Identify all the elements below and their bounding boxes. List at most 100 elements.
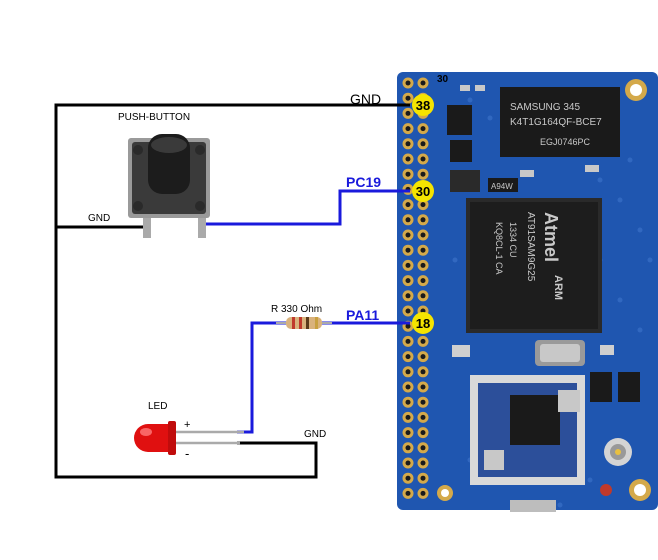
header-pad-hole [420, 278, 426, 284]
header-pad-hole [420, 399, 426, 405]
led [134, 421, 244, 455]
header-pad-hole [420, 354, 426, 360]
cpu-text-1: AT91SAM9G25 [525, 212, 536, 282]
header-pad-hole [405, 338, 411, 344]
header-pad-hole [405, 110, 411, 116]
header-pad-hole [420, 171, 426, 177]
header-pad-hole [405, 399, 411, 405]
label-push-button: PUSH-BUTTON [118, 112, 190, 123]
led-body [134, 424, 170, 452]
cpu-arm-logo: ARM [552, 275, 564, 300]
pin-top-number: 30 [437, 74, 449, 85]
header-pad-hole [420, 384, 426, 390]
header-pad-hole [405, 95, 411, 101]
pin-marker-18 [412, 312, 434, 334]
component-u1 [447, 105, 472, 135]
ram-text-1: SAMSUNG 345 [510, 102, 580, 113]
header-pad-hole [405, 232, 411, 238]
header-pad-hole [405, 141, 411, 147]
wires [54, 103, 410, 479]
header-pad-hole [420, 232, 426, 238]
component-u3 [450, 170, 480, 192]
pc19-wire [205, 189, 410, 226]
header-pad-hole [420, 293, 426, 299]
small-chip [488, 178, 518, 192]
header-pad-hole [405, 430, 411, 436]
header-pad-hole [420, 156, 426, 162]
header-pad-hole [405, 460, 411, 466]
label-gnd-top: GND [350, 91, 381, 107]
usb-connector [510, 500, 556, 512]
resistor [276, 317, 332, 329]
header-pad-hole [405, 293, 411, 299]
header-pad-hole [405, 308, 411, 314]
header-pad-hole [420, 141, 426, 147]
label-resistor: R 330 Ohm [271, 304, 322, 315]
smd-4 [520, 170, 534, 177]
gnd-wire-main [54, 103, 410, 479]
red-pad [600, 484, 612, 496]
header-pad-hole [420, 445, 426, 451]
header-pad-hole [420, 247, 426, 253]
ram-chip: SAMSUNG 345 K4T1G164QF-BCE7 EGJ0746PC [500, 87, 620, 157]
pin-markers: 30 38 30 18 [412, 74, 449, 334]
header-pad-hole [420, 126, 426, 132]
header-pad-hole [405, 80, 411, 86]
pin-label-18: 18 [416, 316, 430, 331]
header-pad-hole [405, 323, 411, 329]
label-led: LED [148, 401, 167, 412]
header-pad-hole [420, 460, 426, 466]
header-pad-hole [420, 338, 426, 344]
header-pad-hole [405, 247, 411, 253]
resistor-led-wire [237, 321, 288, 434]
component-u5 [618, 372, 640, 402]
push-button [128, 134, 210, 238]
header-pad-hole [405, 262, 411, 268]
label-led-minus: - [185, 446, 189, 461]
header-pad-hole [405, 126, 411, 132]
pin-marker-30 [412, 180, 434, 202]
ram-text-2: K4T1G164QF-BCE7 [510, 117, 602, 128]
header-pad-hole [405, 354, 411, 360]
label-gnd-led: GND [304, 429, 326, 440]
header-pad-hole [420, 475, 426, 481]
button-leg-right [198, 212, 206, 238]
header-pad-hole [405, 475, 411, 481]
button-leg-left [143, 212, 151, 238]
component-u2 [450, 140, 472, 162]
cpu-text-3: KQ8CL-1 CA [494, 222, 504, 275]
component-u4 [590, 372, 612, 402]
header-pad-hole [405, 384, 411, 390]
cpu-chip: Atmel AT91SAM9G25 1334 CU KQ8CL-1 CA ARM [466, 198, 602, 333]
header-pad-hole [405, 490, 411, 496]
header-pad-hole [420, 414, 426, 420]
header-pad-hole [420, 490, 426, 496]
header-pad-hole [420, 80, 426, 86]
labels: PUSH-BUTTON GND GND R 330 Ohm LED + - GN… [88, 91, 381, 461]
smd-5 [452, 345, 470, 357]
smd-6 [600, 345, 614, 355]
pin-label-30: 30 [416, 184, 430, 199]
header-pad-hole [405, 171, 411, 177]
header-pad-hole [405, 414, 411, 420]
label-gnd-button: GND [88, 213, 110, 224]
header-pad-hole [420, 430, 426, 436]
smd-2 [475, 85, 485, 91]
header-pad-hole [420, 217, 426, 223]
header-pad-hole [405, 156, 411, 162]
board: SAMSUNG 345 K4T1G164QF-BCE7 EGJ0746PC A9… [397, 72, 658, 512]
header-pad-hole [420, 262, 426, 268]
label-led-plus: + [184, 419, 190, 431]
small-chip-text: A94W [491, 182, 513, 191]
pin-label-38: 38 [416, 98, 430, 113]
header-pad-hole [405, 445, 411, 451]
label-pc19: PC19 [346, 174, 381, 190]
wifi-module [470, 375, 585, 485]
label-pa11: PA11 [346, 307, 379, 323]
smd-1 [460, 85, 470, 91]
cpu-brand-text: Atmel [541, 212, 561, 262]
header-pad-hole [405, 278, 411, 284]
ram-text-3: EGJ0746PC [540, 137, 591, 147]
cpu-text-2: 1334 CU [508, 222, 518, 258]
